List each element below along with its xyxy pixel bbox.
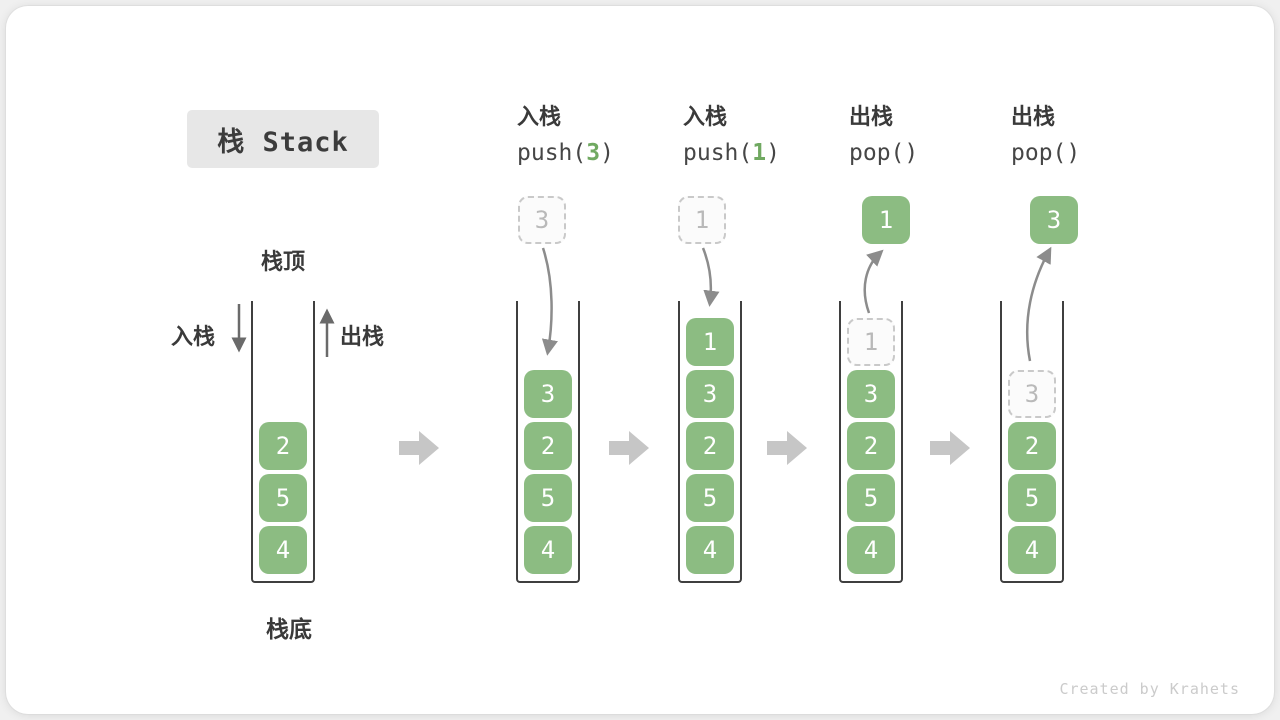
ghost-element: 3 (1008, 370, 1056, 418)
pop-3-arrow-icon (1025, 246, 1052, 362)
stage-label-pop-1: 出栈 pop() (849, 104, 918, 166)
push-1-arrow-icon (701, 247, 720, 307)
stage-label-push-3: 入栈 push(3) (517, 104, 614, 166)
stack-element: 5 (847, 474, 895, 522)
stack-element: 1 (686, 318, 734, 366)
stack-element: 2 (524, 422, 572, 470)
code-arg: 1 (752, 140, 767, 166)
stack-container-initial: 2 5 4 (251, 301, 315, 583)
next-stage-arrow-icon (767, 431, 807, 465)
push-direction-label: 入栈 (171, 324, 216, 349)
stack-element: 4 (686, 526, 734, 574)
code-pre: push( (517, 140, 587, 166)
next-stage-arrow-icon (609, 431, 649, 465)
stack-container-push-3: 3 2 5 4 (516, 301, 580, 583)
page-title: 栈 Stack (217, 126, 349, 158)
incoming-element-badge: 1 (678, 196, 726, 244)
stack-element: 4 (847, 526, 895, 574)
stack-element: 2 (1008, 422, 1056, 470)
code-post: ) (600, 140, 614, 166)
op-code: pop() (1011, 140, 1080, 166)
op-name-zh: 入栈 (517, 104, 562, 129)
stack-element: 5 (686, 474, 734, 522)
stack-element: 3 (847, 370, 895, 418)
stack-element: 4 (524, 526, 572, 574)
stack-container-pop-1: 1 3 2 5 4 (839, 301, 903, 583)
stack-element: 2 (686, 422, 734, 470)
op-code: push(1) (683, 140, 780, 166)
code-arg: 3 (586, 140, 601, 166)
stack-element: 5 (524, 474, 572, 522)
op-name-zh: 出栈 (849, 104, 894, 129)
next-stage-arrow-icon (930, 431, 970, 465)
code-pre: pop( (1011, 140, 1067, 166)
push-3-arrow-icon (541, 247, 558, 356)
stack-top-label: 栈顶 (260, 249, 305, 274)
stage-label-push-1: 入栈 push(1) (683, 104, 780, 166)
stack-element: 2 (847, 422, 895, 470)
stack-bottom-label: 栈底 (266, 616, 312, 642)
stack-element: 2 (259, 422, 307, 470)
code-post: ) (1066, 140, 1081, 166)
stack-element: 4 (1008, 526, 1056, 574)
stage-label-pop-3: 出栈 pop() (1011, 104, 1080, 166)
popped-element-badge: 3 (1030, 196, 1078, 244)
code-pre: pop( (849, 140, 905, 166)
code-post: ) (904, 140, 919, 166)
next-stage-arrow-icon (399, 431, 439, 465)
ghost-element: 1 (847, 318, 895, 366)
op-name-zh: 出栈 (1011, 104, 1056, 129)
stack-element: 3 (524, 370, 572, 418)
incoming-element-badge: 3 (518, 196, 566, 244)
stack-element: 4 (259, 526, 307, 574)
op-name-zh: 入栈 (683, 104, 728, 129)
code-pre: push( (683, 140, 753, 166)
title-box: 栈 Stack (187, 110, 379, 168)
pop-1-arrow-icon (863, 249, 884, 314)
stack-element: 5 (1008, 474, 1056, 522)
stack-element: 5 (259, 474, 307, 522)
op-code: push(3) (517, 140, 614, 166)
stack-container-pop-3: 3 2 5 4 (1000, 301, 1064, 583)
stack-container-push-1: 1 3 2 5 4 (678, 301, 742, 583)
pop-direction-label: 出栈 (340, 324, 385, 349)
watermark: Created by Krahets (1059, 680, 1240, 698)
popped-element-badge: 1 (862, 196, 910, 244)
code-post: ) (766, 140, 780, 166)
op-code: pop() (849, 140, 918, 166)
stack-element: 3 (686, 370, 734, 418)
